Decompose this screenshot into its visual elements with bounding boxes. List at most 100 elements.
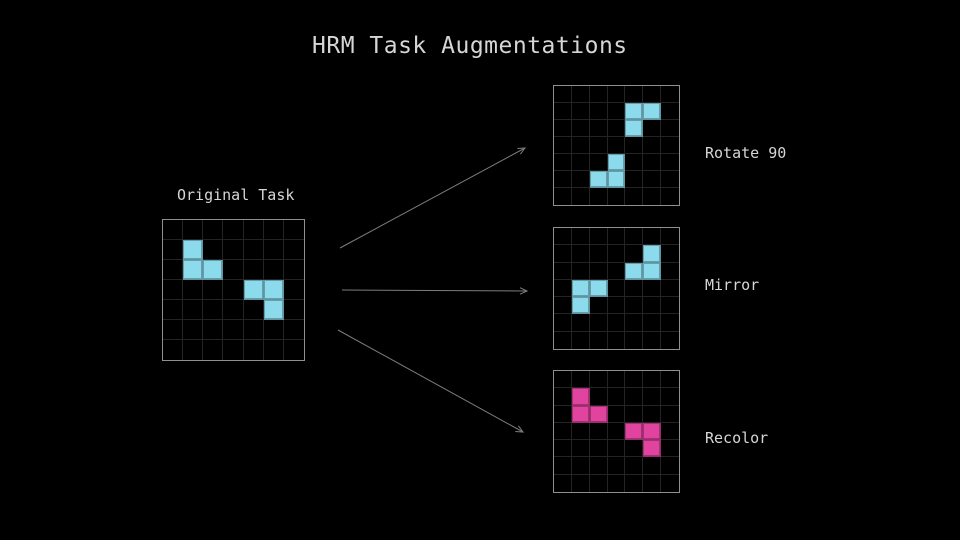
empty-grid-cell <box>643 405 662 423</box>
empty-grid-cell <box>589 262 608 280</box>
empty-grid-cell <box>661 332 679 349</box>
empty-grid-cell <box>661 103 679 120</box>
empty-grid-cell <box>625 440 644 458</box>
empty-grid-cell <box>554 245 572 263</box>
empty-grid-cell <box>163 300 184 320</box>
empty-grid-cell <box>554 171 572 188</box>
filled-grid-cell <box>589 405 608 423</box>
empty-grid-cell <box>589 137 608 154</box>
empty-grid-cell <box>589 228 608 246</box>
empty-grid-cell <box>607 371 626 389</box>
empty-grid-cell <box>643 228 662 246</box>
mirror-label: Mirror <box>705 276 760 294</box>
empty-grid-cell <box>163 240 184 260</box>
empty-grid-cell <box>607 245 626 263</box>
empty-grid-cell <box>243 220 264 240</box>
empty-grid-cell <box>625 245 644 263</box>
empty-grid-cell <box>203 220 224 240</box>
original-task-grid <box>162 219 305 361</box>
empty-grid-cell <box>283 240 304 260</box>
filled-grid-cell <box>643 103 662 120</box>
empty-grid-cell <box>243 240 264 260</box>
empty-grid-cell <box>571 137 590 154</box>
empty-grid-cell <box>554 388 572 406</box>
empty-grid-cell <box>203 320 224 340</box>
empty-grid-cell <box>163 320 184 340</box>
empty-grid-cell <box>607 405 626 423</box>
empty-grid-cell <box>608 188 626 205</box>
empty-grid-cell <box>607 86 626 103</box>
empty-grid-cell <box>661 423 679 441</box>
empty-grid-cell <box>643 474 662 492</box>
empty-grid-cell <box>571 422 590 441</box>
empty-grid-cell <box>607 262 626 280</box>
empty-grid-cell <box>607 457 626 475</box>
empty-grid-cell <box>183 320 204 340</box>
empty-grid-cell <box>571 228 590 246</box>
empty-grid-cell <box>589 314 608 332</box>
empty-grid-cell <box>571 171 590 188</box>
empty-grid-cell <box>243 260 264 280</box>
empty-grid-cell <box>554 314 572 332</box>
empty-grid-cell <box>661 406 679 423</box>
empty-grid-cell <box>590 188 608 205</box>
empty-grid-cell <box>554 137 572 154</box>
empty-grid-cell <box>589 245 608 263</box>
empty-grid-cell <box>284 340 304 360</box>
empty-grid-cell <box>608 331 626 349</box>
empty-grid-cell <box>571 103 590 120</box>
empty-grid-cell <box>607 279 626 298</box>
empty-grid-cell <box>571 440 590 458</box>
filled-grid-cell <box>643 440 662 458</box>
empty-grid-cell <box>589 103 608 120</box>
empty-grid-cell <box>223 240 244 260</box>
filled-grid-cell <box>625 422 644 441</box>
empty-grid-cell <box>283 280 304 300</box>
empty-grid-cell <box>263 220 284 240</box>
empty-grid-cell <box>590 474 608 492</box>
empty-grid-cell <box>589 440 608 458</box>
empty-grid-cell <box>183 220 204 240</box>
filled-grid-cell <box>183 240 204 260</box>
empty-grid-cell <box>203 340 224 360</box>
empty-grid-cell <box>183 300 204 320</box>
empty-grid-cell <box>643 137 662 154</box>
arrow-to-rotate-90-icon <box>339 147 527 249</box>
empty-grid-cell <box>223 300 244 320</box>
empty-grid-cell <box>183 280 204 300</box>
empty-grid-cell <box>223 260 244 280</box>
empty-grid-cell <box>607 297 626 315</box>
empty-grid-cell <box>661 120 679 137</box>
empty-grid-cell <box>607 103 626 120</box>
empty-grid-cell <box>661 297 679 315</box>
empty-grid-cell <box>625 137 644 154</box>
empty-grid-cell <box>607 440 626 458</box>
empty-grid-cell <box>554 279 572 298</box>
empty-grid-cell <box>661 86 679 103</box>
filled-grid-cell <box>263 280 284 300</box>
empty-grid-cell <box>643 297 662 315</box>
filled-grid-cell <box>607 171 626 188</box>
empty-grid-cell <box>554 154 572 171</box>
empty-grid-cell <box>554 331 572 349</box>
empty-grid-cell <box>625 154 644 171</box>
empty-grid-cell <box>661 263 679 280</box>
filled-grid-cell <box>571 279 590 298</box>
filled-grid-cell <box>643 245 662 263</box>
filled-grid-cell <box>571 405 590 423</box>
empty-grid-cell <box>625 297 644 315</box>
empty-grid-cell <box>625 188 644 205</box>
empty-grid-cell <box>625 86 644 103</box>
filled-grid-cell <box>643 422 662 441</box>
empty-grid-cell <box>589 371 608 389</box>
empty-grid-cell <box>572 188 590 205</box>
empty-grid-cell <box>571 86 590 103</box>
empty-grid-cell <box>243 320 264 340</box>
empty-grid-cell <box>590 331 608 349</box>
rotate-90-grid <box>553 85 680 206</box>
empty-grid-cell <box>589 154 608 171</box>
empty-grid-cell <box>554 440 572 458</box>
empty-grid-cell <box>183 340 204 360</box>
empty-grid-cell <box>607 422 626 441</box>
